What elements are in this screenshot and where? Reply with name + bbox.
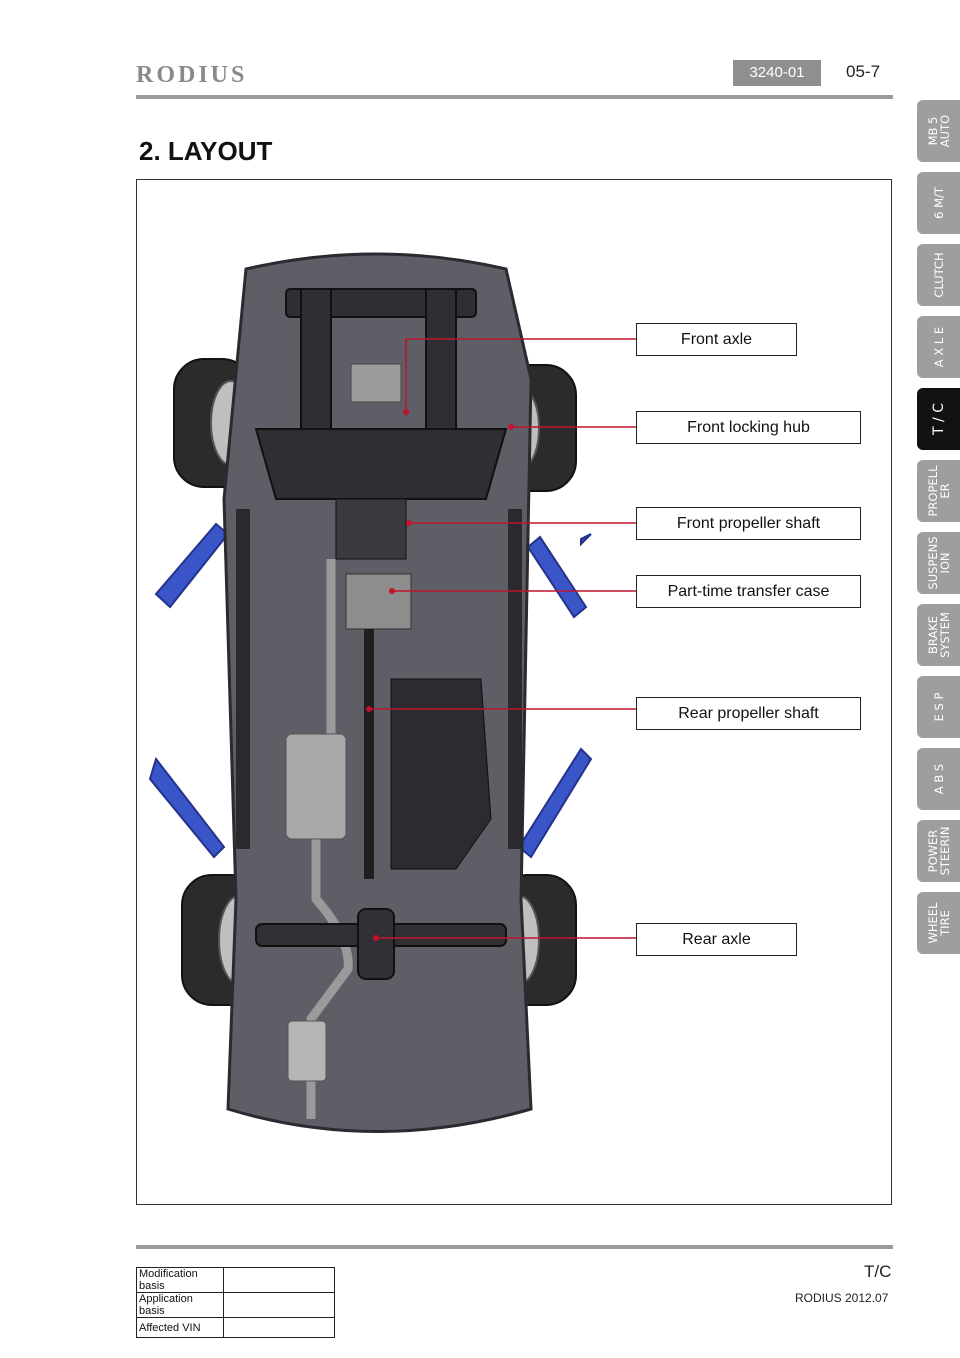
engine-oilpan bbox=[350, 363, 402, 403]
section-code-badge: 3240-01 bbox=[733, 60, 821, 86]
affected-vin-value bbox=[223, 1317, 335, 1338]
callout-anchor-dots bbox=[366, 409, 514, 941]
callout-rear-propeller-shaft: Rear propeller shaft bbox=[636, 697, 861, 730]
callout-front-axle: Front axle bbox=[636, 323, 797, 356]
table-row: Modification basis bbox=[136, 1267, 335, 1293]
lift-arms bbox=[148, 522, 593, 859]
side-tab-tc[interactable]: T / C bbox=[917, 388, 960, 450]
transmission bbox=[335, 498, 407, 560]
side-tab-clutch[interactable]: CLUTCH bbox=[917, 244, 960, 306]
side-tab-abs[interactable]: A B S bbox=[917, 748, 960, 810]
transfer-case bbox=[345, 573, 412, 630]
side-tab-brake-system[interactable]: BRAKE SYSTEM bbox=[917, 604, 960, 666]
callout-part-time-transfer-case: Part-time transfer case bbox=[636, 575, 861, 608]
vehicle-underbody-illustration bbox=[148, 252, 636, 1133]
side-tab-propeller[interactable]: PROPELL ER bbox=[917, 460, 960, 522]
frame-rails bbox=[236, 509, 522, 849]
rear-axle-assembly bbox=[255, 908, 507, 980]
modification-basis-label: Modification basis bbox=[136, 1267, 224, 1293]
side-tab-wheel-tire[interactable]: WHEEL TIRE bbox=[917, 892, 960, 954]
table-row: Application basis bbox=[136, 1292, 335, 1318]
callout-rear-axle: Rear axle bbox=[636, 923, 797, 956]
footer-divider bbox=[136, 1245, 893, 1249]
modification-table: Modification basis Application basis Aff… bbox=[136, 1267, 335, 1338]
page-number: 05-7 bbox=[846, 62, 881, 81]
modification-basis-value bbox=[223, 1267, 335, 1293]
rear-silencer bbox=[287, 1020, 327, 1082]
rodius-logo: RODIUS bbox=[136, 62, 248, 88]
footer-section-label: T/C bbox=[864, 1262, 892, 1281]
side-tab-suspension[interactable]: SUSPENS ION bbox=[917, 532, 960, 594]
section-title: 2. LAYOUT bbox=[139, 136, 273, 166]
affected-vin-label: Affected VIN bbox=[136, 1317, 224, 1338]
fuel-tank bbox=[390, 678, 492, 870]
callout-leader-lines bbox=[369, 338, 636, 939]
footer-model-date: RODIUS 2012.07 bbox=[795, 1291, 889, 1305]
table-row: Affected VIN bbox=[136, 1317, 335, 1338]
callout-front-locking-hub: Front locking hub bbox=[636, 411, 861, 444]
side-tab-axle[interactable]: A X L E bbox=[917, 316, 960, 378]
side-tab-esp[interactable]: E S P bbox=[917, 676, 960, 738]
application-basis-value bbox=[223, 1292, 335, 1318]
rear-propeller-shaft bbox=[364, 629, 374, 879]
muffler bbox=[285, 733, 347, 840]
side-tab-mb5-auto[interactable]: MB 5 AUTO bbox=[917, 100, 960, 162]
application-basis-label: Application basis bbox=[136, 1292, 224, 1318]
header-divider bbox=[136, 95, 893, 99]
callout-front-propeller-shaft: Front propeller shaft bbox=[636, 507, 861, 540]
side-tab-power-steering[interactable]: POWER STEERIN bbox=[917, 820, 960, 882]
side-tab-6mt[interactable]: 6 M/T bbox=[917, 172, 960, 234]
front-subframe bbox=[254, 288, 508, 500]
